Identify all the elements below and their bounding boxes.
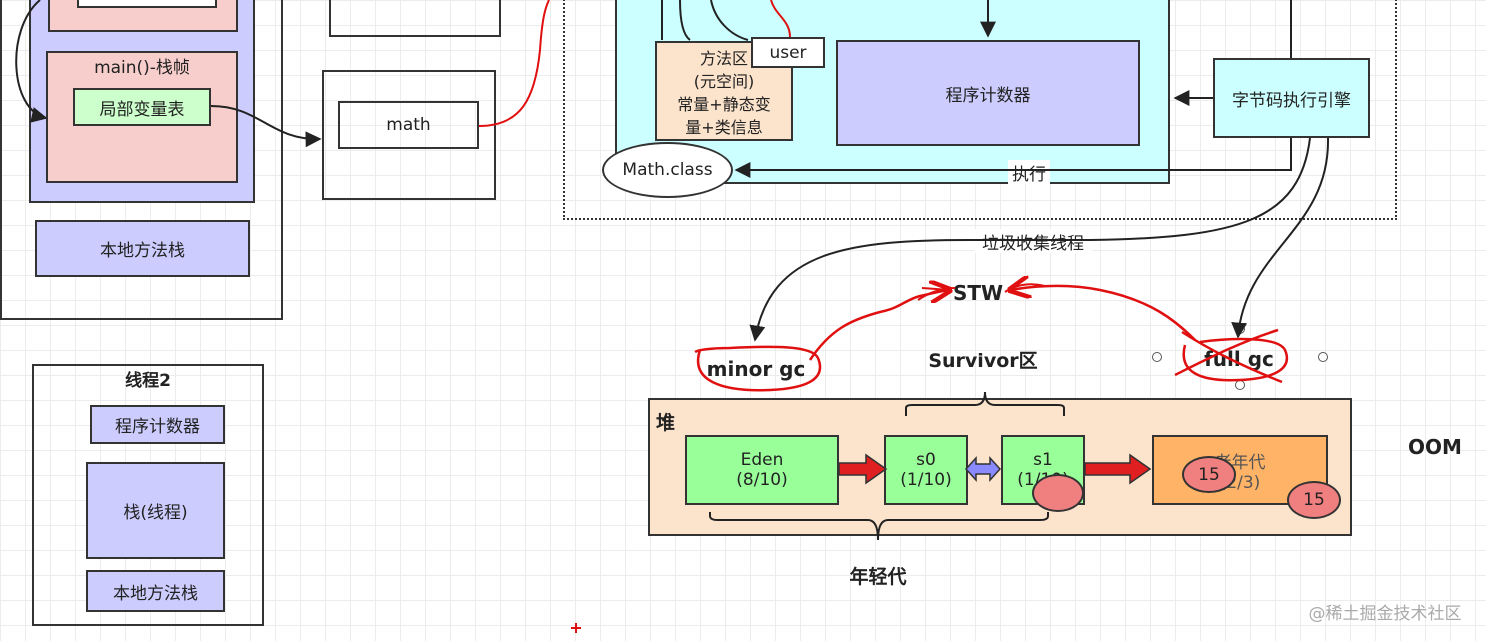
survivor-s0: s0 (1/10) <box>884 435 968 505</box>
execute-label: 执行 <box>1008 160 1050 185</box>
math-object-container <box>322 70 496 200</box>
stw-right-scribble <box>1004 283 1046 293</box>
math-class: Math.class <box>602 142 733 198</box>
old-gen-object-badge: 15 <box>1182 456 1236 493</box>
full-to-stw-red-arrow <box>1010 286 1196 341</box>
program-counter: 程序计数器 <box>836 40 1140 146</box>
thread2-title: 线程2 <box>125 370 171 391</box>
eden-space: Eden (8/10) <box>685 435 839 505</box>
main-frame-label: main()-栈帧 <box>94 57 190 78</box>
oom-label: OOM <box>1408 435 1462 459</box>
selection-handle-top[interactable] <box>1235 324 1245 334</box>
stw-label: STW <box>952 281 1004 305</box>
young-generation-label: 年轻代 <box>849 565 907 588</box>
math-reference: math <box>338 101 479 149</box>
watermark: @稀土掘金技术社区 <box>1308 603 1462 624</box>
user-class-tag: user <box>751 37 825 68</box>
survivor-label: Survivor区 <box>928 349 1038 372</box>
red-plus-mark <box>571 623 581 633</box>
minor-gc-label: minor gc <box>706 357 806 381</box>
gc-thread-label: 垃圾收集线程 <box>974 229 1092 254</box>
full-gc-label: full gc <box>1204 347 1274 371</box>
heap-title: 堆 <box>656 412 676 434</box>
thread1-container <box>0 0 283 320</box>
thread2-container <box>32 364 264 626</box>
selection-handle-right[interactable] <box>1318 352 1328 362</box>
selection-handle-bottom[interactable] <box>1235 380 1245 390</box>
thread2-stack: 栈(线程) <box>86 462 225 559</box>
object-box-top <box>329 0 501 37</box>
local-variable-table: 局部变量表 <box>73 88 211 126</box>
top-frame-inner <box>77 0 217 8</box>
thread2-native-stack: 本地方法栈 <box>86 570 225 612</box>
thread2-program-counter: 程序计数器 <box>90 405 225 444</box>
bytecode-engine: 字节码执行引擎 <box>1213 58 1370 138</box>
selection-handle-left[interactable] <box>1152 352 1162 362</box>
old-gen-corner-badge: 15 <box>1287 481 1341 519</box>
thread1-native-stack: 本地方法栈 <box>35 220 250 277</box>
object-circle-s1 <box>1032 474 1084 512</box>
